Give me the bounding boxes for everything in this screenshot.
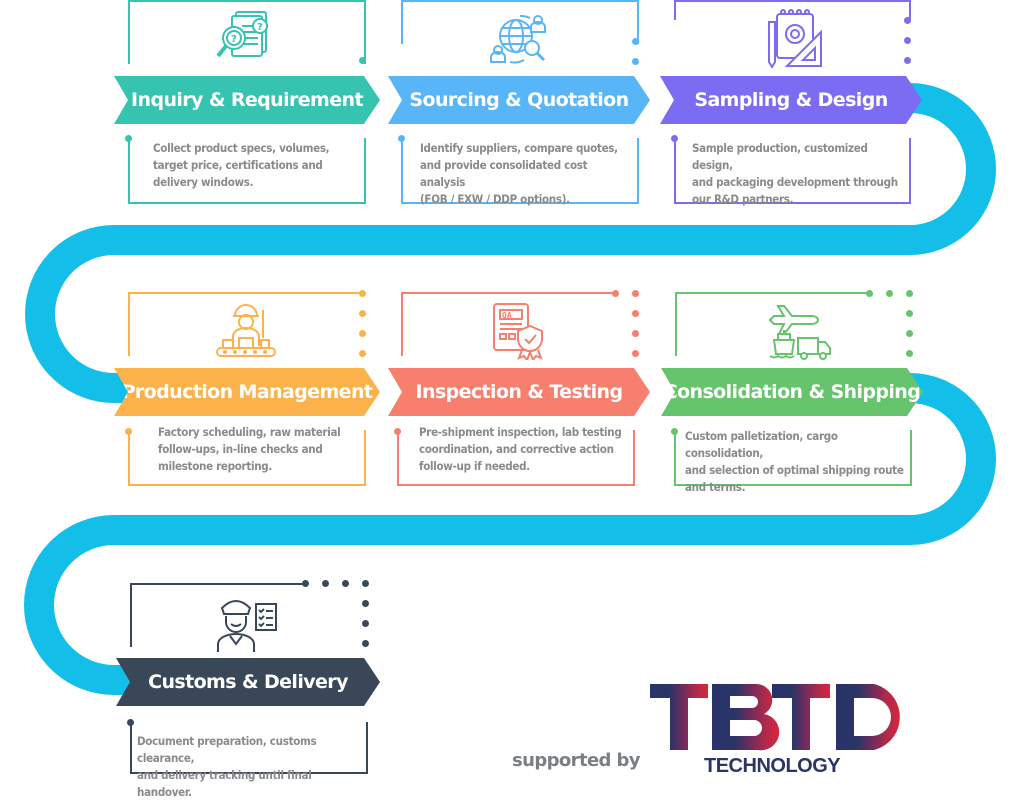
frame-dot	[671, 428, 678, 435]
frame-dot	[612, 290, 619, 297]
card-frame-top	[128, 292, 364, 356]
frame-dot	[671, 135, 678, 142]
step-title-banner: Inspection & Testing	[388, 368, 650, 416]
frame-dot	[394, 428, 401, 435]
logo-letter-b	[712, 683, 780, 751]
card-frame-top	[128, 0, 366, 64]
frame-dot	[359, 350, 366, 357]
card-frame-bottom	[130, 722, 368, 774]
frame-dot	[632, 58, 639, 65]
step-title-banner: Inquiry & Requirement	[114, 76, 380, 124]
step-title: Sampling & Design	[694, 89, 888, 111]
card-frame-bottom	[397, 430, 635, 486]
frame-dot	[362, 580, 369, 587]
logo-letter-t2	[772, 684, 830, 750]
step-description: Document preparation, customs clearance,…	[137, 734, 317, 799]
card-frame-top	[401, 0, 639, 44]
step-description: Pre-shipment inspection, lab testing coo…	[419, 425, 622, 473]
frame-dot	[398, 135, 405, 142]
card-frame-top	[130, 583, 308, 647]
step-description: Collect product specs, volumes, target p…	[153, 141, 330, 189]
frame-dot	[125, 135, 132, 142]
frame-dot	[359, 330, 366, 337]
process-path-line	[24, 83, 996, 695]
process-path	[24, 83, 996, 695]
frame-dot	[632, 290, 639, 297]
card-frame-bottom	[128, 138, 366, 204]
logo-letter-d	[836, 684, 900, 750]
frame-dot	[904, 57, 911, 64]
global-sourcing-icon	[490, 14, 546, 64]
step-description: Factory scheduling, raw material follow-…	[158, 425, 341, 473]
frame-dot	[362, 640, 369, 647]
customs-officer-checklist-icon	[217, 600, 277, 652]
frame-dot	[127, 719, 134, 726]
svg-text:QA: QA	[502, 311, 512, 320]
frame-dot	[632, 310, 639, 317]
step-title: Production Management	[121, 381, 373, 403]
factory-worker-conveyor-icon	[216, 304, 276, 357]
frame-dot	[866, 290, 873, 297]
frame-dot	[632, 350, 639, 357]
frame-dot	[359, 310, 366, 317]
frame-dot	[322, 580, 329, 587]
step-title: Inspection & Testing	[415, 381, 623, 403]
step-title-banner: Consolidation & Shipping	[661, 368, 923, 416]
frame-dot	[359, 57, 366, 64]
qa-certificate-shield-icon: QA	[493, 303, 543, 360]
frame-dot	[359, 290, 366, 297]
frame-dot	[904, 37, 911, 44]
card-frame-bottom	[128, 430, 366, 486]
step-description: Custom palletization, cargo consolidatio…	[685, 429, 904, 494]
card-frame-top	[675, 292, 871, 356]
frame-dot	[362, 600, 369, 607]
frame-dot	[904, 17, 911, 24]
step-title: Consolidation & Shipping	[663, 381, 921, 403]
card-frame-bottom	[674, 430, 912, 486]
frame-dot	[632, 38, 639, 45]
step-title-banner: Production Management	[114, 368, 380, 416]
document-search-question-icon: ? ?	[216, 11, 268, 58]
card-frame-bottom	[674, 138, 911, 204]
frame-dot	[906, 290, 913, 297]
step-title-banner: Sourcing & Quotation	[388, 76, 650, 124]
supported-by-label: supported by	[512, 750, 641, 771]
step-title-banner: Sampling & Design	[660, 76, 922, 124]
design-notebook-gear-icon	[768, 9, 822, 68]
card-frame-bottom	[401, 138, 639, 204]
plane-ship-truck-icon	[768, 305, 831, 360]
step-description: Identify suppliers, compare quotes, and …	[420, 141, 618, 206]
frame-dot	[362, 620, 369, 627]
frame-dot	[906, 310, 913, 317]
frame-dot	[302, 580, 309, 587]
step-title-banner: Customs & Delivery	[116, 658, 380, 706]
step-title: Customs & Delivery	[148, 671, 348, 693]
tbtd-logo	[650, 683, 900, 751]
logo-subtitle: TECHNOLOGY	[704, 755, 841, 777]
frame-dot	[906, 350, 913, 357]
frame-dot	[632, 330, 639, 337]
card-frame-top	[401, 292, 615, 356]
card-frame-top	[674, 0, 911, 20]
svg-text:?: ?	[231, 34, 237, 45]
frame-dot	[886, 290, 893, 297]
frame-dot	[125, 428, 132, 435]
frame-dot	[342, 580, 349, 587]
step-title: Inquiry & Requirement	[131, 89, 363, 111]
svg-text:?: ?	[257, 22, 263, 33]
step-title: Sourcing & Quotation	[409, 89, 629, 111]
frame-dot	[906, 330, 913, 337]
logo-letter-t1	[650, 684, 708, 750]
step-description: Sample production, customized design, an…	[692, 141, 898, 206]
